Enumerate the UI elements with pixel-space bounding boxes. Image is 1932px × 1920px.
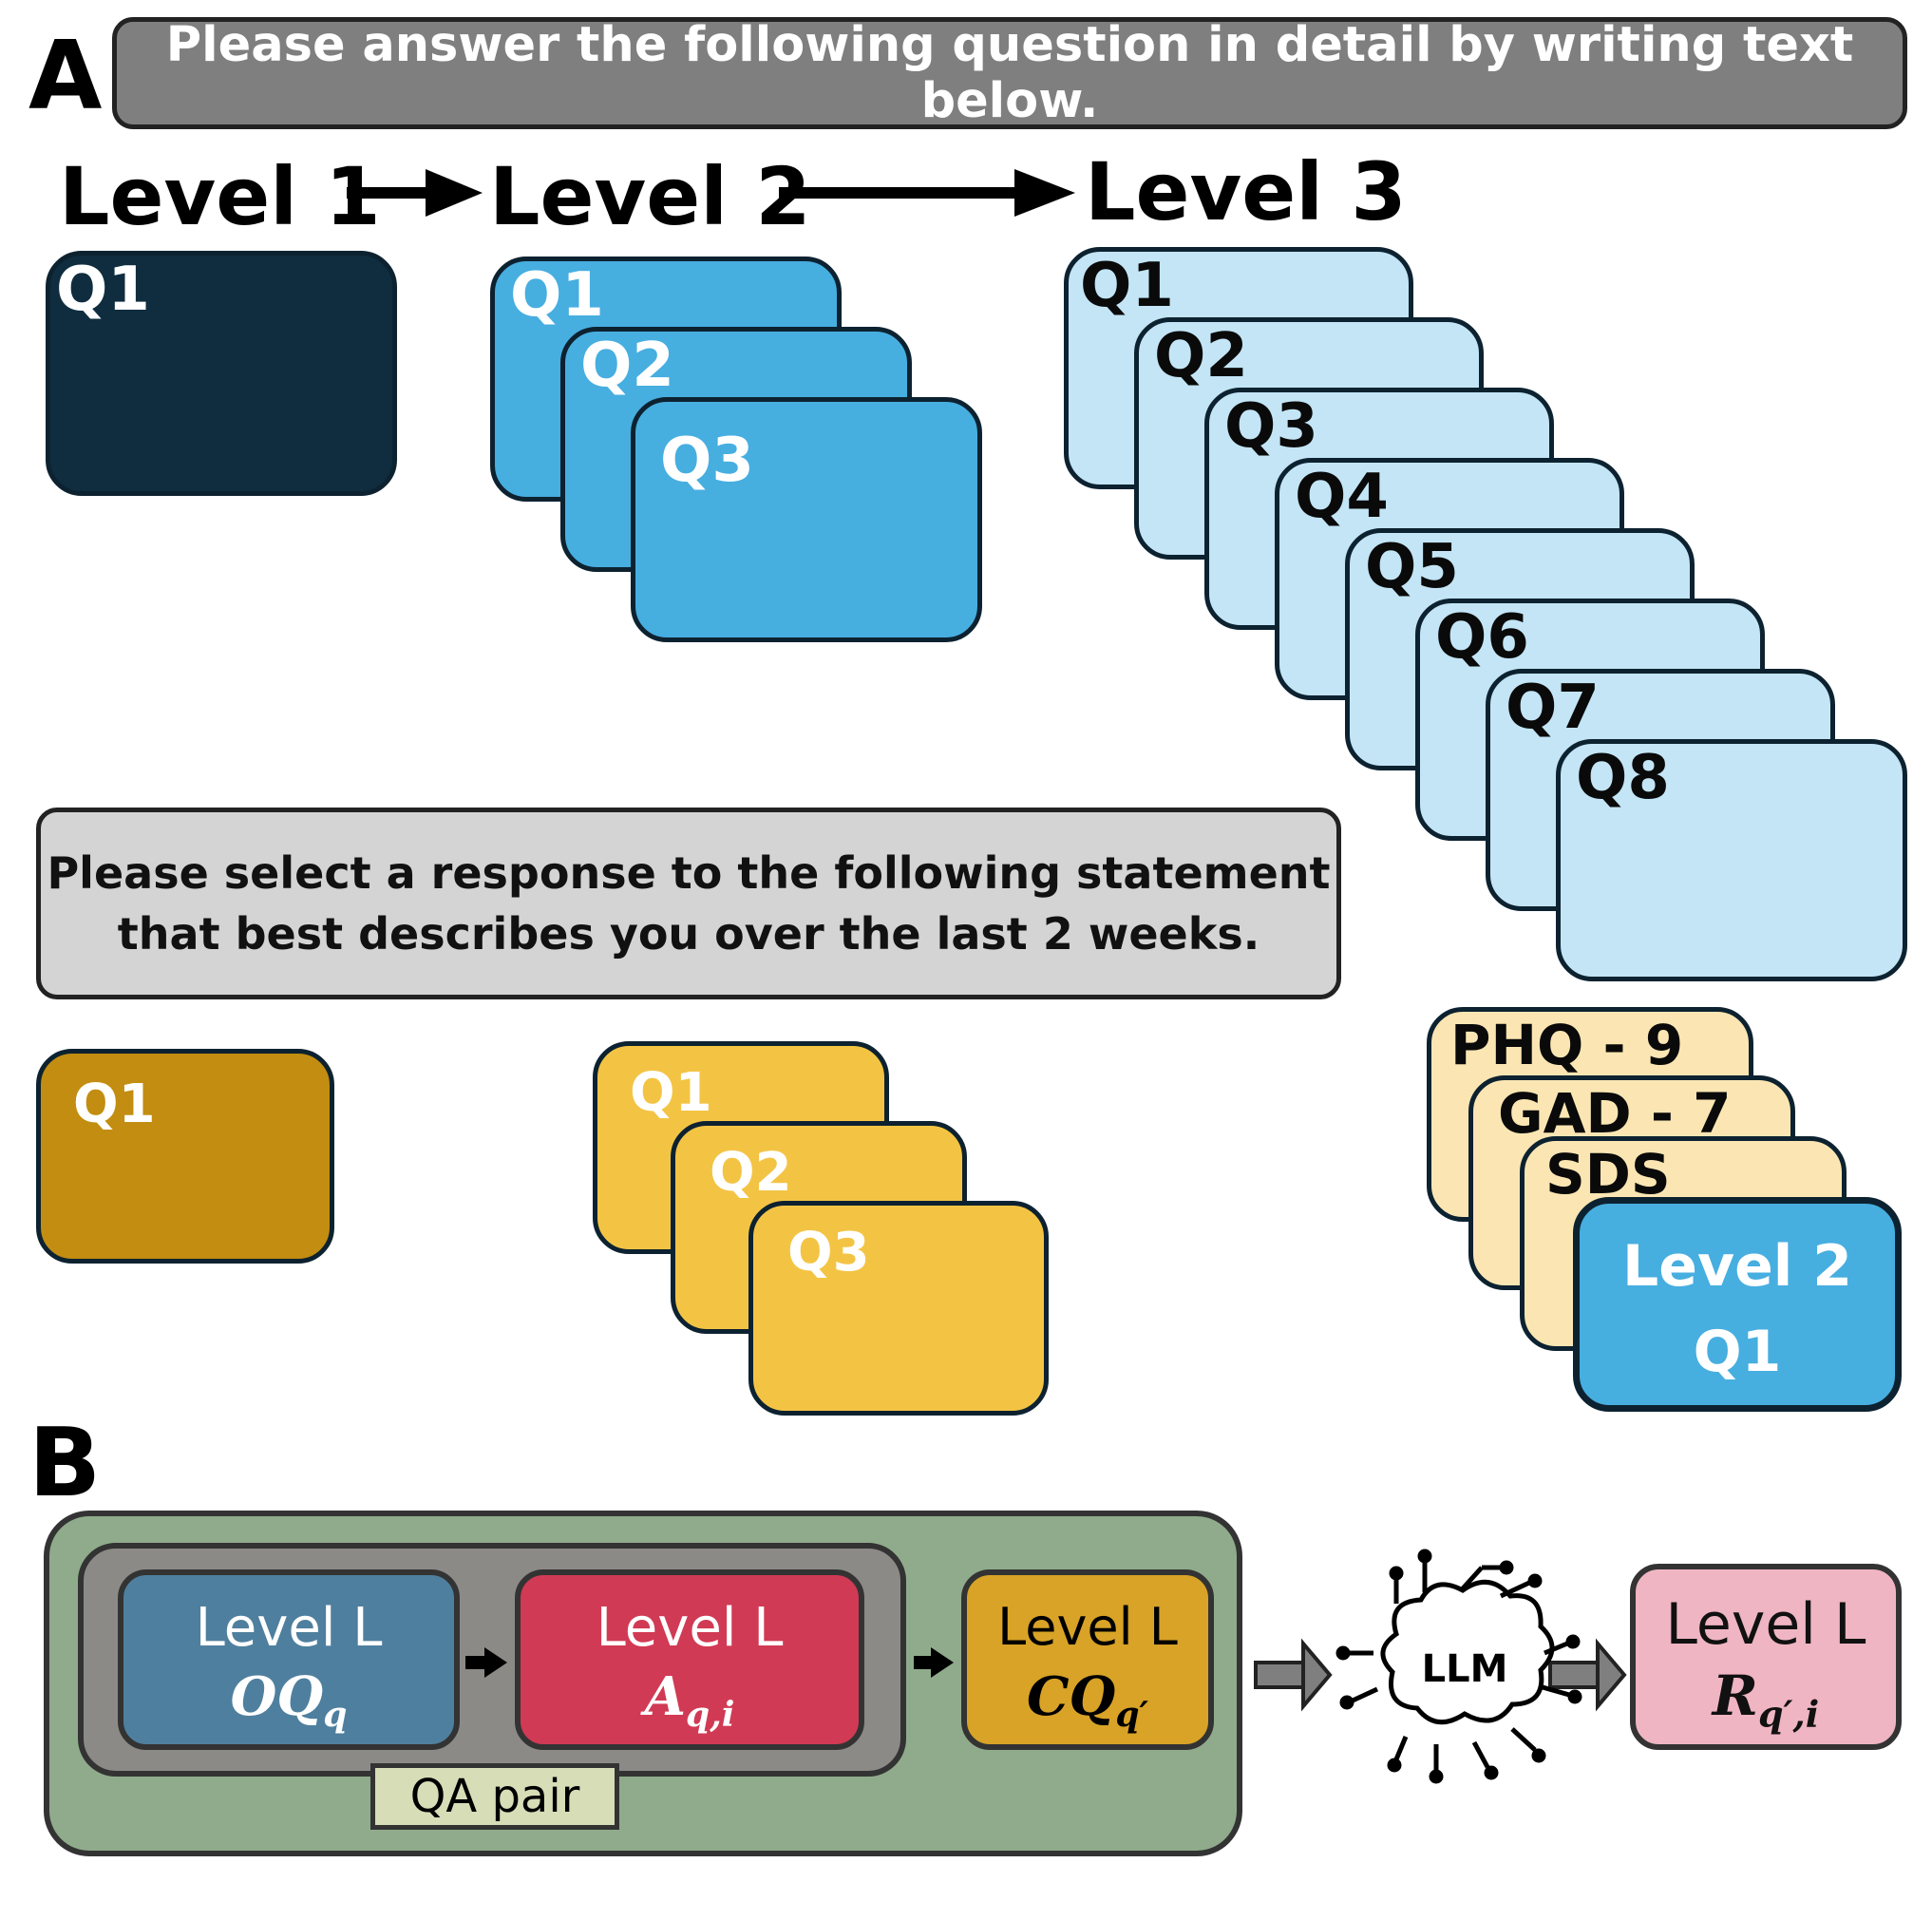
level1-closed-card-q1: Q1 xyxy=(36,1049,334,1264)
arrow-context-to-llm xyxy=(1254,1638,1333,1712)
closed-question-box: Level L CQq′ xyxy=(961,1569,1214,1750)
level-3-heading: Level 3 xyxy=(1085,145,1407,238)
card-label: Q1 xyxy=(1080,251,1174,321)
open-question-symbol: OQq xyxy=(230,1665,348,1736)
card-label-line2: Q1 xyxy=(1693,1319,1782,1385)
llm-label: LLM xyxy=(1421,1647,1508,1691)
card-label: Q5 xyxy=(1365,532,1459,602)
card-label: PHQ - 9 xyxy=(1450,1013,1684,1077)
level3-open-card-q8: Q8 xyxy=(1556,739,1907,981)
card-label: Q1 xyxy=(510,260,604,331)
arrow-llm-to-response xyxy=(1548,1638,1627,1712)
arrow-oq-to-answer xyxy=(465,1647,507,1678)
closed-question-banner-line2: that best describes you over the last 2 … xyxy=(117,908,1260,960)
llm-response-box: Level L Rq′,i xyxy=(1630,1564,1902,1750)
level2-open-card-q3: Q3 xyxy=(631,397,982,642)
level1-open-card-q1: Q1 xyxy=(46,251,397,496)
card-label: Q1 xyxy=(630,1062,712,1124)
card-label: Q6 xyxy=(1435,602,1529,673)
card-label: Q2 xyxy=(1154,321,1248,391)
answer-level: Level L xyxy=(596,1597,784,1659)
card-label: Q1 xyxy=(73,1074,156,1135)
card-label: Q2 xyxy=(710,1142,792,1204)
card-label-line1: Level 2 xyxy=(1622,1233,1852,1300)
closed-question-banner-line1: Please select a response to the followin… xyxy=(47,846,1331,899)
card-label: Q7 xyxy=(1506,673,1600,743)
open-question-banner-text: Please answer the following question in … xyxy=(165,17,1854,129)
arrow-level1-to-level2 xyxy=(347,169,483,217)
answer-box: Level L Aq,i xyxy=(515,1569,864,1750)
level-1-heading: Level 1 xyxy=(59,150,381,243)
open-question-banner: Please answer the following question in … xyxy=(112,17,1907,129)
closed-question-banner: Please select a response to the followin… xyxy=(36,808,1341,999)
response-symbol: Rq′,i xyxy=(1712,1663,1820,1736)
arrow-level2-to-level3 xyxy=(779,169,1075,217)
level-2-heading: Level 2 xyxy=(489,150,811,243)
open-question-level: Level L xyxy=(195,1597,383,1659)
card-label: Q3 xyxy=(787,1222,870,1283)
qa-pair-text: QA pair xyxy=(409,1770,580,1823)
card-label: Q8 xyxy=(1576,743,1670,813)
card-label: Q3 xyxy=(1224,391,1318,462)
section-a-letter: A xyxy=(28,20,103,131)
level2-closed-card-q3: Q3 xyxy=(748,1201,1049,1416)
section-b-letter: B xyxy=(28,1407,102,1518)
qa-pair-label: QA pair xyxy=(370,1763,619,1830)
card-label: SDS xyxy=(1545,1142,1671,1207)
answer-symbol: Aq,i xyxy=(644,1665,735,1736)
response-level: Level L xyxy=(1665,1591,1866,1658)
card-label: Q1 xyxy=(56,255,150,325)
llm-chip-icon xyxy=(1335,1549,1582,1784)
closed-question-symbol: CQq′ xyxy=(1026,1665,1149,1736)
card-label: Q4 xyxy=(1295,462,1389,532)
card-label: Q2 xyxy=(580,331,674,401)
card-label: GAD - 7 xyxy=(1498,1081,1732,1146)
open-question-box: Level L OQq xyxy=(118,1569,460,1750)
arrow-qa-to-cq xyxy=(914,1647,954,1678)
level3-closed-card-level2-q1: Level 2 Q1 xyxy=(1573,1197,1902,1412)
card-label: Q3 xyxy=(660,426,754,496)
section-b-arrows xyxy=(465,1549,1627,1784)
closed-question-level: Level L xyxy=(997,1597,1178,1657)
level-arrows xyxy=(347,169,1075,217)
